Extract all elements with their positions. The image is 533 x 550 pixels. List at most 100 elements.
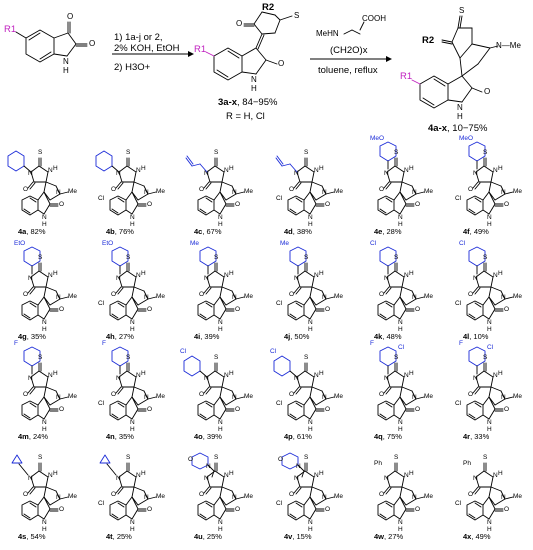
compound-label: 4r, 33% xyxy=(463,433,489,441)
indole-n: N xyxy=(218,519,223,526)
amide-n: N xyxy=(48,167,53,174)
imide-n: N xyxy=(384,475,389,482)
pyrrolidine-n: N xyxy=(322,494,327,501)
imide-n: N xyxy=(473,375,478,382)
imide-n: N xyxy=(384,170,389,177)
aryl-chloro-label: Cl xyxy=(398,344,405,351)
indole-n: N xyxy=(308,319,313,326)
amide-n: N xyxy=(48,472,53,479)
pyrrolidine-n: N xyxy=(501,394,506,401)
aryl-substituent-label: EtO xyxy=(14,240,26,247)
compound-label: 4e, 28% xyxy=(374,228,402,236)
pyrrolidine-n: N xyxy=(56,189,61,196)
compound-structure xyxy=(109,346,157,421)
amide-h: H xyxy=(498,270,503,277)
compound-label: 4b, 76% xyxy=(106,228,134,236)
imide-o: O xyxy=(289,391,295,398)
n-methyl: Me xyxy=(513,188,523,195)
compound-yield: , 24% xyxy=(28,432,49,441)
amide-n: N xyxy=(404,372,409,379)
compound-yield: , 25% xyxy=(112,532,132,541)
thione-s: S xyxy=(304,254,309,261)
compound-id: 4w xyxy=(374,532,385,541)
amide-h: H xyxy=(53,470,58,477)
compound-yield: , 67% xyxy=(202,227,222,236)
aryl-substituent-label: Cl xyxy=(459,240,466,247)
sarcosine-structure xyxy=(343,21,365,35)
compound-structure xyxy=(377,141,425,216)
isatin-structure xyxy=(15,21,88,63)
sarcosine-meh: MeHN xyxy=(316,29,339,38)
n-methyl: Me xyxy=(334,393,344,400)
compound-yield: , 27% xyxy=(114,332,134,341)
imide-n: N xyxy=(204,375,209,382)
compound-yield: , 49% xyxy=(469,227,489,236)
indole-n: N xyxy=(130,519,135,526)
indole-h: H xyxy=(398,426,403,433)
imide-o: O xyxy=(468,291,474,298)
lactam-o: O xyxy=(59,306,65,313)
compound-structure xyxy=(11,454,69,521)
compound-structure xyxy=(466,462,514,521)
compound-structure xyxy=(185,155,245,216)
pyrrolidine-n: N xyxy=(144,394,149,401)
imide-n: N xyxy=(384,375,389,382)
pyrrolidine-n: N xyxy=(501,494,506,501)
amide-n: N xyxy=(493,372,498,379)
step1-condition-line3: 2) H3O+ xyxy=(114,62,151,73)
amide-h: H xyxy=(229,370,234,377)
indole-h: H xyxy=(308,221,313,228)
thione-s: S xyxy=(394,149,399,156)
imide-o: O xyxy=(23,491,29,498)
compound-label: 4n, 35% xyxy=(106,433,134,441)
lactam-o: O xyxy=(504,306,510,313)
intermediate-label: 3a-x, 84−95% xyxy=(218,98,277,108)
compound-yield: , 75% xyxy=(382,432,402,441)
intermediate-r2: R2 xyxy=(262,2,275,13)
amide-n: N xyxy=(314,472,319,479)
imide-o: O xyxy=(289,186,295,193)
compound-yield: , 50% xyxy=(290,332,310,341)
indole-n: N xyxy=(308,519,313,526)
compound-structure xyxy=(275,155,335,216)
indole-n: N xyxy=(487,214,492,221)
n-methyl: Me xyxy=(156,293,166,300)
indole-n: N xyxy=(130,419,135,426)
imide-o: O xyxy=(199,186,205,193)
aryl-substituent-label: MeO xyxy=(459,135,474,142)
amide-h: H xyxy=(409,470,414,477)
imide-o: O xyxy=(111,491,117,498)
amide-n: N xyxy=(224,167,229,174)
compound-structure xyxy=(191,452,245,521)
aryl-substituent-label: MeO xyxy=(370,135,385,142)
thione-s: S xyxy=(126,354,131,361)
indole-h: H xyxy=(308,426,313,433)
compound-id: 4h xyxy=(106,332,115,341)
compound-yield: , 25% xyxy=(202,532,222,541)
n-methyl: Me xyxy=(156,393,166,400)
n-methyl: Me xyxy=(244,188,254,195)
compound-id: 4t xyxy=(106,532,113,541)
indole-n: N xyxy=(398,419,403,426)
pyrrolidine-n: N xyxy=(144,189,149,196)
amide-n: N xyxy=(493,472,498,479)
amide-h: H xyxy=(409,165,414,172)
n-methyl: Me xyxy=(513,293,523,300)
n-methyl: Me xyxy=(424,188,434,195)
amide-n: N xyxy=(224,472,229,479)
intermediate-r-note: R = H, Cl xyxy=(226,111,265,122)
indole-h: H xyxy=(42,426,47,433)
amide-h: H xyxy=(409,270,414,277)
compound-yield: , 39% xyxy=(202,432,222,441)
amide-h: H xyxy=(141,370,146,377)
compound-label: 4t, 25% xyxy=(106,533,132,541)
aryl-substituent-label: F xyxy=(14,340,18,347)
compound-structure xyxy=(95,150,157,216)
intermediate-compound-id: 3a-x xyxy=(218,97,238,108)
thione-s: S xyxy=(304,454,309,461)
indole-h: H xyxy=(308,326,313,333)
aryl-substituent-label: EtO xyxy=(102,240,114,247)
thione-s: S xyxy=(126,254,131,261)
